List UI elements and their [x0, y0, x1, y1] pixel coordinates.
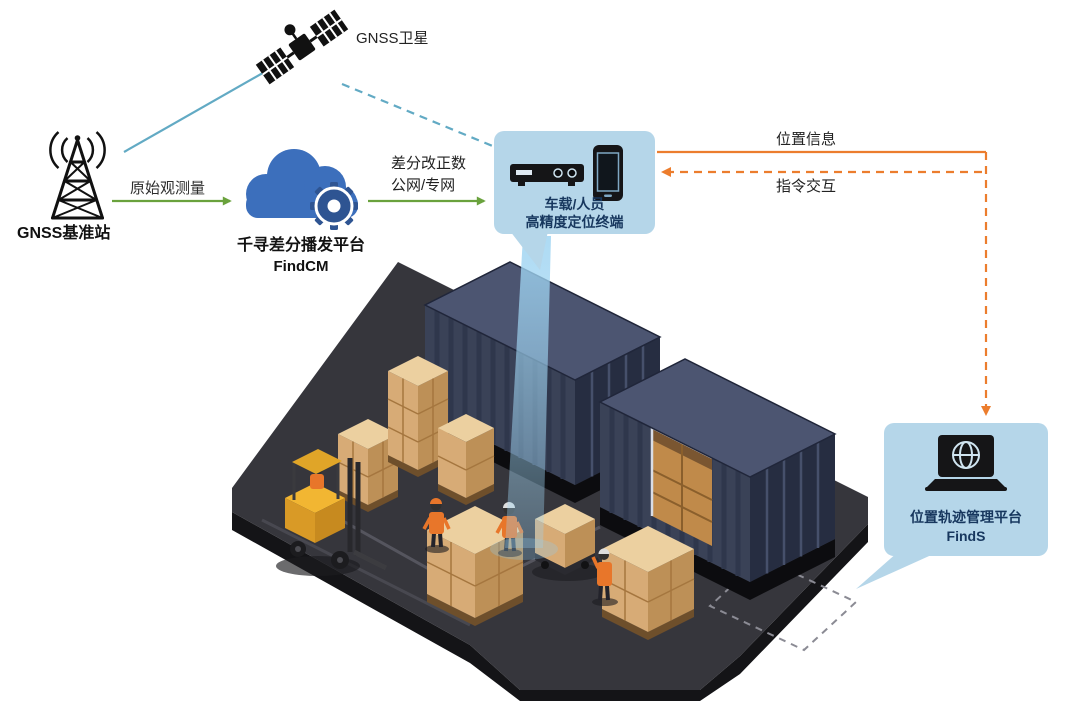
cloud-gear-icon	[246, 149, 358, 230]
gear-icon	[310, 182, 358, 230]
platform-label-name: 位置轨迹管理平台	[910, 509, 1022, 525]
worker-figure	[591, 548, 618, 606]
forklift-illustration	[276, 449, 388, 576]
isometric-container-yard	[232, 261, 868, 701]
globe-icon	[952, 441, 980, 469]
platform-bubble-tail	[856, 552, 938, 589]
satellite-label: GNSS卫星	[356, 30, 429, 47]
command-interaction-label: 指令交互	[776, 178, 837, 195]
radio-tower-icon	[49, 131, 106, 220]
vehicle-receiver-icon	[510, 164, 584, 186]
terminal-label-line2: 高精度定位终端	[525, 214, 624, 230]
cloud-platform-product-label: FindCM	[273, 258, 329, 275]
laptop-globe-icon	[925, 435, 1007, 491]
positioning-beam	[490, 236, 558, 560]
correction-label-line2: 公网/专网	[391, 177, 456, 194]
terminal-bubble-tail	[510, 231, 548, 270]
gnss-satellite-icon	[255, 9, 349, 85]
shipping-container-2	[598, 358, 837, 600]
position-info-label: 位置信息	[776, 131, 837, 148]
management-platform-node: 位置轨迹管理平台 FindS	[884, 423, 1048, 556]
pallet-right	[601, 526, 695, 640]
satellite-to-station-line	[123, 69, 269, 153]
cloud-platform-name-label: 千寻差分播发平台	[236, 237, 365, 254]
container-open-door	[650, 427, 713, 546]
terminal-node: 车载/人员 高精度定位终端	[494, 131, 655, 234]
pallet-jack-group	[532, 504, 618, 606]
platform-label-product: FindS	[946, 528, 986, 544]
worker-figure	[422, 498, 451, 553]
correction-label-line1: 差分改正数	[391, 155, 467, 172]
crate-stacks	[337, 356, 495, 512]
terminal-label-line1: 车载/人员	[544, 196, 605, 212]
smartphone-icon	[593, 145, 623, 201]
base-station-label: GNSS基准站	[17, 225, 111, 242]
raw-observation-label: 原始观测量	[130, 180, 206, 197]
connectors	[112, 69, 991, 416]
